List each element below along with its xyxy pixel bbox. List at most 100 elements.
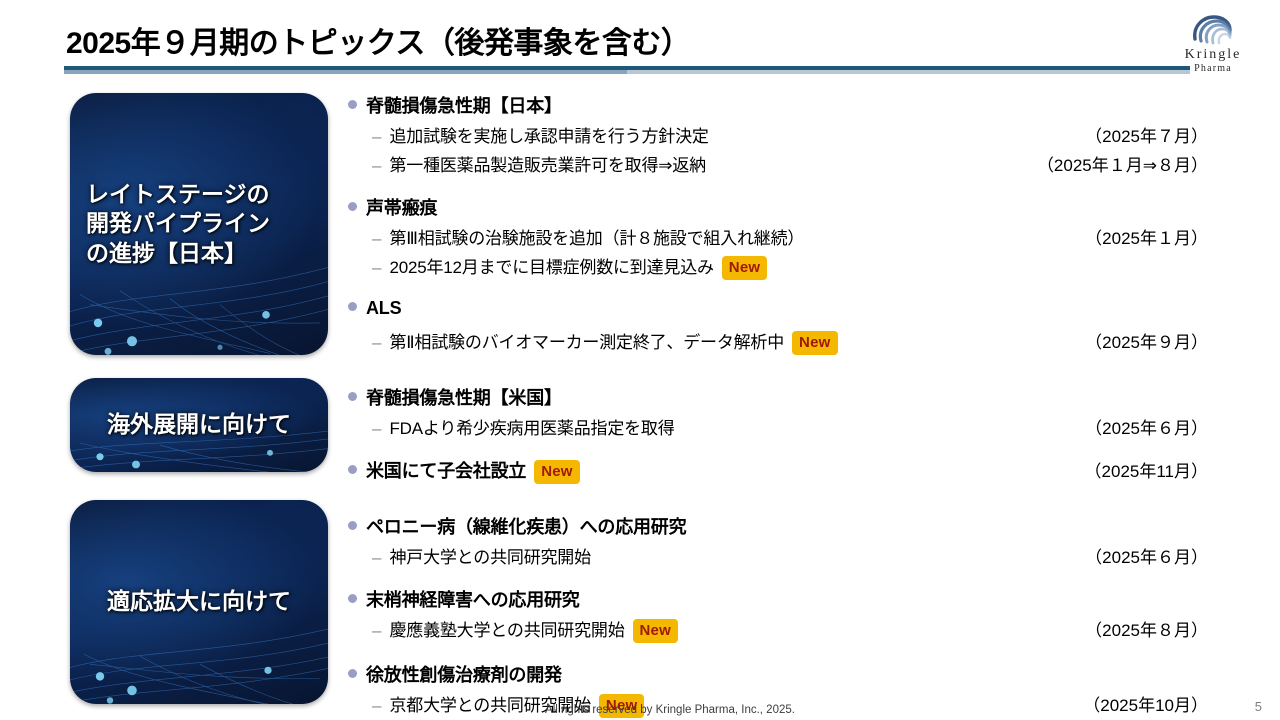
dash-bullet-icon: – <box>372 621 382 640</box>
category-card-label: レイトステージの開発パイプラインの進捗【日本】 <box>86 180 270 266</box>
category-card-indication: 適応拡大に向けて <box>70 500 328 704</box>
topic-title: ALS <box>366 298 402 318</box>
topic-group: 声帯瘢痕–第Ⅲ相試験の治験施設を追加（計８施設で組入れ継続）（2025年１月）–… <box>348 194 1208 281</box>
topic-title-main: ALS <box>348 298 1208 319</box>
topic-subitem-main: –FDAより希少疾病用医薬品指定を取得 <box>348 414 1071 439</box>
topic-subitem-row: –第一種医薬品製造販売業許可を取得⇒返納（2025年１月⇒８月） <box>348 151 1208 177</box>
topic-title-main: 声帯瘢痕 <box>348 194 1208 220</box>
topic-title-row: 脊髄損傷急性期【米国】 <box>348 384 1208 410</box>
topic-subitem-main: –2025年12月までに目標症例数に到達見込み New <box>348 253 1208 281</box>
page-number: 5 <box>1254 699 1262 714</box>
topic-subitem-text: 追加試験を実施し承認申請を行う方針決定 <box>389 127 709 146</box>
dash-bullet-icon: – <box>372 333 382 352</box>
topic-date: （2025年９月） <box>1085 333 1208 352</box>
bullet-dot-icon <box>348 465 357 474</box>
topic-group: 末梢神経障害への応用研究 –慶應義塾大学との共同研究開始 New （2025年８月） <box>348 586 1208 644</box>
topic-date: （2025年11月） <box>1084 462 1208 481</box>
topic-title-row: 末梢神経障害への応用研究 <box>348 586 1208 612</box>
topic-subitem-main: –追加試験を実施し承認申請を行う方針決定 <box>348 122 1071 147</box>
topic-title-main: 徐放性創傷治療剤の開発 <box>348 661 1208 687</box>
topic-title: 末梢神経障害への応用研究 <box>366 590 580 610</box>
topic-title-row: 声帯瘢痕 <box>348 194 1208 220</box>
topic-subitem-text: 第一種医薬品製造販売業許可を取得⇒返納 <box>389 156 706 175</box>
topic-subitem-row: –FDAより希少疾病用医薬品指定を取得 （2025年６月） <box>348 414 1208 440</box>
topic-date: （2025年６月） <box>1085 419 1208 438</box>
topic-title-main: 脊髄損傷急性期【日本】 <box>348 92 1208 118</box>
topic-group: 脊髄損傷急性期【日本】 –追加試験を実施し承認申請を行う方針決定 （2025年７月）… <box>348 92 1208 177</box>
copyright-notice: All rights reserved by Kringle Pharma, I… <box>545 704 795 716</box>
new-badge: New <box>721 256 768 280</box>
topic-date: （2025年１月） <box>1085 229 1208 248</box>
topic-subitem-row: –神戸大学との共同研究開始 （2025年６月） <box>348 543 1208 569</box>
page-title: 2025年９月期のトピックス（後発事象を含む） <box>66 27 691 60</box>
topic-title-main: ペロニー病（線維化疾患）への応用研究 <box>348 513 1208 539</box>
topic-subitem-main: –第Ⅲ相試験の治験施設を追加（計８施設で組入れ継続） <box>348 224 1071 249</box>
dash-bullet-icon: – <box>372 156 382 175</box>
dash-bullet-icon: – <box>372 229 382 248</box>
new-badge: New <box>598 694 645 718</box>
topic-title: 脊髄損傷急性期【米国】 <box>366 388 562 408</box>
topic-title: ペロニー病（線維化疾患）への応用研究 <box>366 517 687 537</box>
topic-subitem-main: –第一種医薬品製造販売業許可を取得⇒返納 <box>348 151 1023 176</box>
topic-subitem-text: 京都大学との共同研究開始 <box>389 696 591 715</box>
topic-title-row: 徐放性創傷治療剤の開発 <box>348 661 1208 687</box>
topic-subitem-text: 第Ⅱ相試験のバイオマーカー測定終了、データ解析中 <box>389 333 785 352</box>
topic-date: （2025年７月） <box>1085 127 1208 146</box>
bullet-dot-icon <box>348 594 357 603</box>
bullet-dot-icon <box>348 202 357 211</box>
topic-subitem-text: 2025年12月までに目標症例数に到達見込み <box>389 258 714 277</box>
topic-subitem-main: –慶應義塾大学との共同研究開始 New <box>348 616 1071 644</box>
topic-subitem-text: FDAより希少疾病用医薬品指定を取得 <box>389 419 675 438</box>
bullet-dot-icon <box>348 521 357 530</box>
dash-bullet-icon: – <box>372 548 382 567</box>
topic-title: 米国にて子会社設立 <box>366 461 527 481</box>
topic-group: ペロニー病（線維化疾患）への応用研究 –神戸大学との共同研究開始 （2025年６月） <box>348 513 1208 569</box>
divider-bar-bottom <box>64 70 1190 74</box>
title-divider <box>64 66 1190 74</box>
new-badge: New <box>632 619 678 643</box>
topics-content: 脊髄損傷急性期【日本】–追加試験を実施し承認申請を行う方針決定（2025年７月）… <box>348 92 1208 719</box>
topic-subitem-row: –慶應義塾大学との共同研究開始 New （2025年８月） <box>348 616 1208 644</box>
topic-title-main: 末梢神経障害への応用研究 <box>348 586 1208 612</box>
topic-subitem-text: 慶應義塾大学との共同研究開始 <box>389 621 625 640</box>
divider-bar-top <box>64 66 1190 70</box>
dash-bullet-icon: – <box>372 419 382 438</box>
topic-subitem-row: –2025年12月までに目標症例数に到達見込み New <box>348 253 1208 281</box>
dash-bullet-icon: – <box>372 127 382 146</box>
topic-date: （2025年８月） <box>1085 621 1208 640</box>
kringle-swirl-icon <box>1193 15 1232 45</box>
bullet-dot-icon <box>348 100 357 109</box>
logo-wordmark: Kringle <box>1184 47 1242 62</box>
topic-title: 徐放性創傷治療剤の開発 <box>366 665 562 685</box>
company-logo: Kringle Pharma <box>1174 12 1252 75</box>
topic-title: 脊髄損傷急性期【日本】 <box>366 96 562 116</box>
topic-date: （2025年６月） <box>1085 548 1208 567</box>
topic-subitem-row: –第Ⅲ相試験の治験施設を追加（計８施設で組入れ継続） （2025年１月） <box>348 224 1208 250</box>
topic-subitem-row: –追加試験を実施し承認申請を行う方針決定 （2025年７月） <box>348 122 1208 148</box>
topic-subitem-text: 神戸大学との共同研究開始 <box>389 548 591 567</box>
topic-title-row: 脊髄損傷急性期【日本】 <box>348 92 1208 118</box>
bullet-dot-icon <box>348 392 357 401</box>
bullet-dot-icon <box>348 302 357 311</box>
topic-section: ペロニー病（線維化疾患）への応用研究–神戸大学との共同研究開始（2025年６月）… <box>348 513 1208 719</box>
topic-title-row: ペロニー病（線維化疾患）への応用研究 <box>348 513 1208 539</box>
logo-subtext: Pharma <box>1194 62 1232 74</box>
dash-bullet-icon: – <box>372 258 382 277</box>
topic-section: 脊髄損傷急性期【日本】–追加試験を実施し承認申請を行う方針決定（2025年７月）… <box>348 92 1208 356</box>
category-card-label: 海外展開に向けて <box>107 411 291 438</box>
topic-subitem-main: –神戸大学との共同研究開始 <box>348 543 1071 568</box>
topic-title-row: ALS <box>348 298 1208 324</box>
category-card-label: 適応拡大に向けて <box>107 588 291 615</box>
bullet-dot-icon <box>348 669 357 678</box>
topic-group: 米国にて子会社設立 New （2025年11月） <box>348 457 1208 485</box>
category-card-pipeline: レイトステージの開発パイプラインの進捗【日本】 <box>70 93 328 355</box>
topic-subitem-text: 第Ⅲ相試験の治験施設を追加（計８施設で組入れ継続） <box>389 229 805 248</box>
new-badge: New <box>534 460 580 484</box>
topic-title-main: 米国にて子会社設立 New <box>348 457 1071 485</box>
